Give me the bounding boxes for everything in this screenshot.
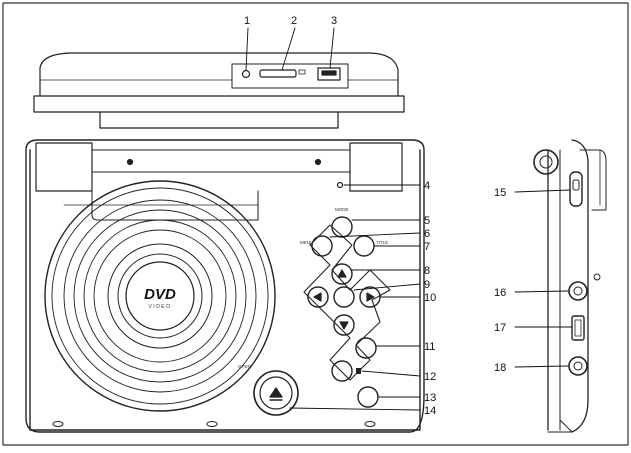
title-label: TITLE [376,240,388,245]
hinge-knob [533,149,559,175]
phones-jack-icon [241,69,251,79]
enter-button [333,286,355,308]
power-led-icon [336,181,344,189]
play-pause-button [331,360,353,382]
callout-numbers: 1 2 3 4 5 6 7 8 9 10 11 12 13 14 15 16 1… [244,15,506,417]
callout-15: 15 [494,187,506,199]
eject-button-ring [253,370,299,416]
up-button [331,263,353,285]
callout-18: 18 [494,362,506,374]
callout-17: 17 [494,322,506,334]
usb-side-port-icon [571,315,585,341]
front-view: DVD VIDEO OPEN MODE MENU TITLE [25,139,425,433]
menu-button [311,235,333,257]
disc-lid: DVD VIDEO [44,180,276,412]
left-button [307,286,329,308]
side-view [533,139,607,433]
outer-frame [2,2,629,446]
callout-16: 16 [494,287,506,299]
control-cluster-outline [303,224,391,381]
callout-14: 14 [424,405,436,417]
top-edge-view [33,52,405,129]
callout-9: 9 [424,279,430,291]
down-arrow-icon [339,321,349,330]
mode-button [331,216,353,238]
callout-4: 4 [424,180,430,192]
card-slot-icon [259,69,297,78]
mode-label: MODE [335,207,349,212]
dc-in-jack-icon [568,356,588,376]
callout-7: 7 [424,241,430,253]
power-switch-icon [569,171,583,207]
av-jack-icon [568,281,588,301]
play-icon [356,368,361,374]
down-button [333,314,355,336]
callout-6: 6 [424,228,430,240]
control-buttons: MODE MENU TITLE [300,207,388,408]
callout-2: 2 [291,15,297,27]
dvd-logo: DVD [144,286,176,303]
callout-11: 11 [424,341,435,353]
eject-icon [269,387,283,398]
callout-5: 5 [424,215,430,227]
callout-10: 10 [424,292,436,304]
callout-3: 3 [331,15,337,27]
setup-button [355,337,377,359]
callout-1: 1 [244,15,250,27]
usb-port-icon [317,67,341,81]
callout-13: 13 [424,392,436,404]
menu-label: MENU [300,240,313,245]
callout-leaders [245,27,573,411]
svg-text:OPEN: OPEN [238,364,251,369]
right-arrow-icon [366,292,375,302]
left-arrow-icon [313,292,322,302]
up-arrow-icon [337,269,347,278]
callout-8: 8 [424,265,430,277]
dvd-logo-sub: VIDEO [148,304,171,310]
callout-12: 12 [424,371,436,383]
